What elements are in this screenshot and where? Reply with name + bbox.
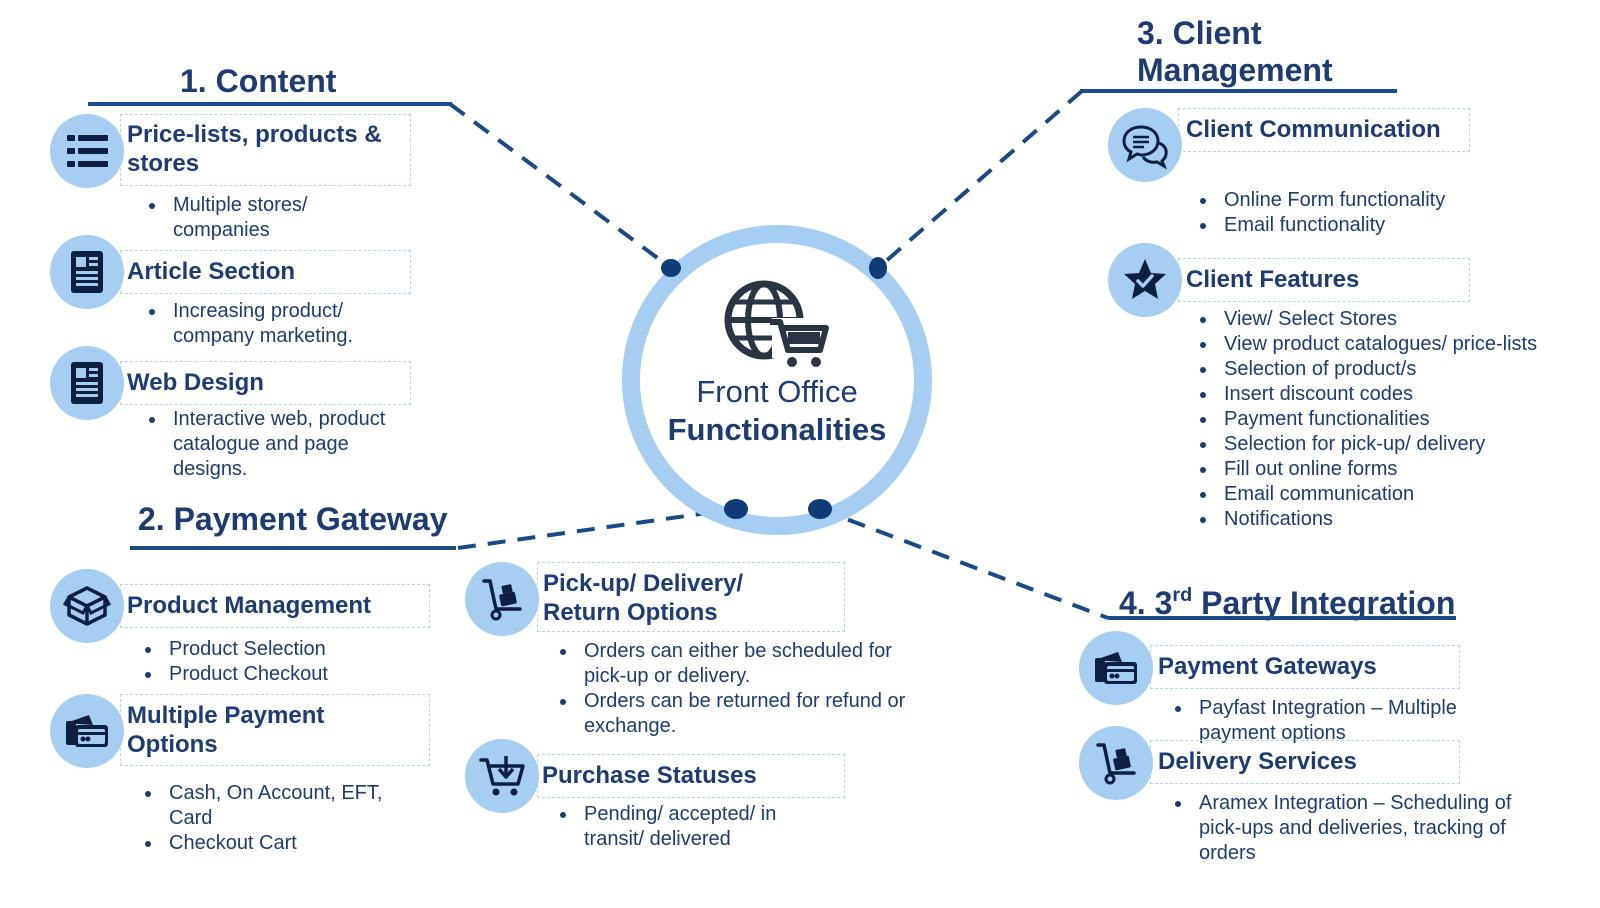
- credit-card-icon: [50, 694, 124, 768]
- bullet-item: Orders can either be scheduled for pick-…: [578, 639, 928, 689]
- bullet-item: Notifications: [1218, 507, 1548, 532]
- item-title-pickup-line2: Return Options: [543, 599, 718, 626]
- item-title-client-comm: Client Communication: [1186, 116, 1441, 143]
- bullets-purchase: Pending/ accepted/ in transit/ delivered: [554, 802, 818, 852]
- section-rule-third-party: [1108, 616, 1456, 620]
- section-heading-payment: 2. Payment Gateway: [138, 501, 448, 537]
- box-icon: [50, 569, 124, 643]
- item-title-client-features: Client Features: [1186, 266, 1360, 293]
- item-title-pickup-line1: Pick-up/ Delivery/: [543, 570, 744, 597]
- section-heading-third-party: 4. 3rd Party Integration: [1119, 576, 1455, 622]
- chat-bubbles-icon: [1108, 108, 1182, 182]
- connector-third-party: [819, 507, 1109, 620]
- connector-client: [876, 89, 1084, 270]
- bullet-item: Interactive web, product catalogue and p…: [167, 407, 427, 482]
- bullet-item: Email functionality: [1218, 213, 1518, 238]
- bullets-client-comm: Online Form functionality Email function…: [1194, 188, 1518, 238]
- bullet-item: Online Form functionality: [1218, 188, 1518, 213]
- bullets-web-design: Interactive web, product catalogue and p…: [143, 407, 427, 482]
- bullets-article: Increasing product/ company marketing.: [143, 299, 397, 349]
- bullet-item: View product catalogues/ price-lists: [1218, 332, 1548, 357]
- section-heading-third-party-sup: rd: [1172, 584, 1193, 606]
- section-heading-third-party-prefix: 4. 3: [1119, 584, 1173, 621]
- item-title-purchase: Purchase Statuses: [542, 762, 757, 789]
- item-title-article: Article Section: [127, 258, 296, 285]
- list-icon: [50, 114, 124, 188]
- center-title-line1: Front Office: [696, 374, 858, 409]
- bullet-item: Selection of product/s: [1218, 357, 1548, 382]
- item-title-product-mgmt: Product Management: [127, 592, 372, 619]
- section-rule-payment: [130, 546, 456, 550]
- bullet-item: Email communication: [1218, 482, 1548, 507]
- hand-truck-icon: [465, 562, 539, 636]
- bullets-pickup: Orders can either be scheduled for pick-…: [554, 639, 928, 739]
- item-title-delivery-services: Delivery Services: [1158, 748, 1357, 775]
- bullets-client-features: View/ Select Stores View product catalog…: [1194, 307, 1548, 532]
- connector-content: [448, 102, 673, 270]
- bullet-item: Payment functionalities: [1218, 407, 1548, 432]
- bullet-item: Orders can be returned for refund or exc…: [578, 689, 928, 739]
- cart-download-icon: [465, 739, 539, 813]
- bullets-multi-payment: Cash, On Account, EFT, Card Checkout Car…: [139, 781, 428, 856]
- item-title-price-lists-line1: Price-lists, products &: [127, 121, 382, 148]
- bullet-item: Fill out online forms: [1218, 457, 1548, 482]
- bullet-item: Pending/ accepted/ in transit/ delivered: [578, 802, 818, 852]
- item-title-web-design: Web Design: [127, 369, 264, 396]
- bullet-item: View/ Select Stores: [1218, 307, 1548, 332]
- item-title-multi-payment-line2: Options: [127, 731, 218, 758]
- document-icon: [50, 346, 124, 420]
- bullet-item: Multiple stores/ companies: [167, 193, 347, 243]
- hand-truck-icon: [1079, 726, 1153, 800]
- section-heading-content: 1. Content: [180, 63, 337, 99]
- bullet-item: Checkout Cart: [163, 831, 428, 856]
- bullet-item: Product Checkout: [163, 662, 423, 687]
- bullets-payment-gateways: Payfast Integration – Multiple payment o…: [1169, 696, 1503, 746]
- bullet-item: Payfast Integration – Multiple payment o…: [1193, 696, 1503, 746]
- section-heading-third-party-suffix: Party Integration: [1192, 584, 1456, 621]
- bullet-item: Increasing product/ company marketing.: [167, 299, 397, 349]
- section-heading-client-line2: Management: [1137, 52, 1333, 88]
- bullet-item: Selection for pick-up/ delivery: [1218, 432, 1548, 457]
- document-icon: [50, 235, 124, 309]
- star-check-icon: [1108, 243, 1182, 317]
- bullets-delivery-services: Aramex Integration – Scheduling of pick-…: [1169, 791, 1533, 866]
- bullets-price-lists: Multiple stores/ companies: [143, 193, 347, 243]
- bullets-product-mgmt: Product Selection Product Checkout: [139, 637, 423, 687]
- bullet-item: Cash, On Account, EFT, Card: [163, 781, 428, 831]
- section-rule-content: [88, 102, 452, 106]
- bullet-item: Product Selection: [163, 637, 423, 662]
- section-rule-client: [1080, 89, 1397, 93]
- item-title-price-lists-line2: stores: [127, 150, 200, 177]
- credit-card-icon: [1079, 631, 1153, 705]
- globe-cart-icon: [724, 280, 829, 367]
- section-heading-client-line1: 3. Client: [1137, 15, 1262, 51]
- bullet-item: Insert discount codes: [1218, 382, 1548, 407]
- center-title-line2: Functionalities: [667, 412, 887, 447]
- bullet-item: Aramex Integration – Scheduling of pick-…: [1193, 791, 1533, 866]
- connector-payment: [457, 507, 737, 550]
- item-title-multi-payment-line1: Multiple Payment: [127, 702, 325, 729]
- item-title-payment-gateways: Payment Gateways: [1158, 653, 1377, 680]
